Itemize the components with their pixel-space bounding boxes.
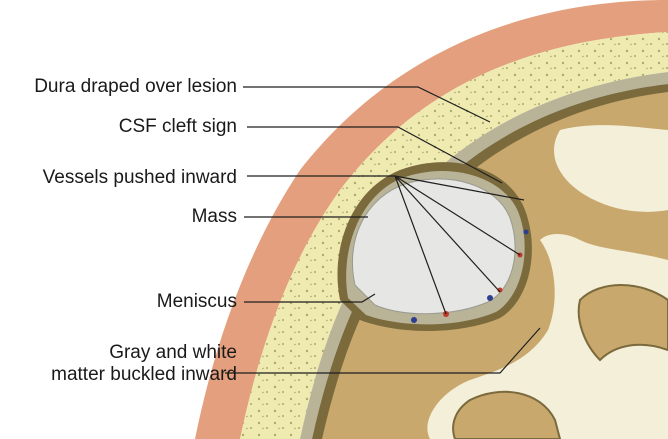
label-gray-white-line2: matter buckled inward (51, 364, 237, 386)
label-csf-cleft-sign: CSF cleft sign (119, 116, 237, 138)
vessel-dot (524, 230, 529, 235)
vessel-dot (487, 295, 493, 301)
label-dura-draped: Dura draped over lesion (34, 76, 237, 98)
label-gray-white-line1: Gray and white (51, 342, 237, 364)
label-meniscus: Meniscus (157, 291, 237, 313)
vessel-dot (411, 317, 417, 323)
label-gray-white-matter-buckled: Gray and white matter buckled inward (51, 342, 237, 386)
label-vessels-pushed-inward: Vessels pushed inward (43, 167, 237, 189)
label-mass: Mass (192, 206, 237, 228)
